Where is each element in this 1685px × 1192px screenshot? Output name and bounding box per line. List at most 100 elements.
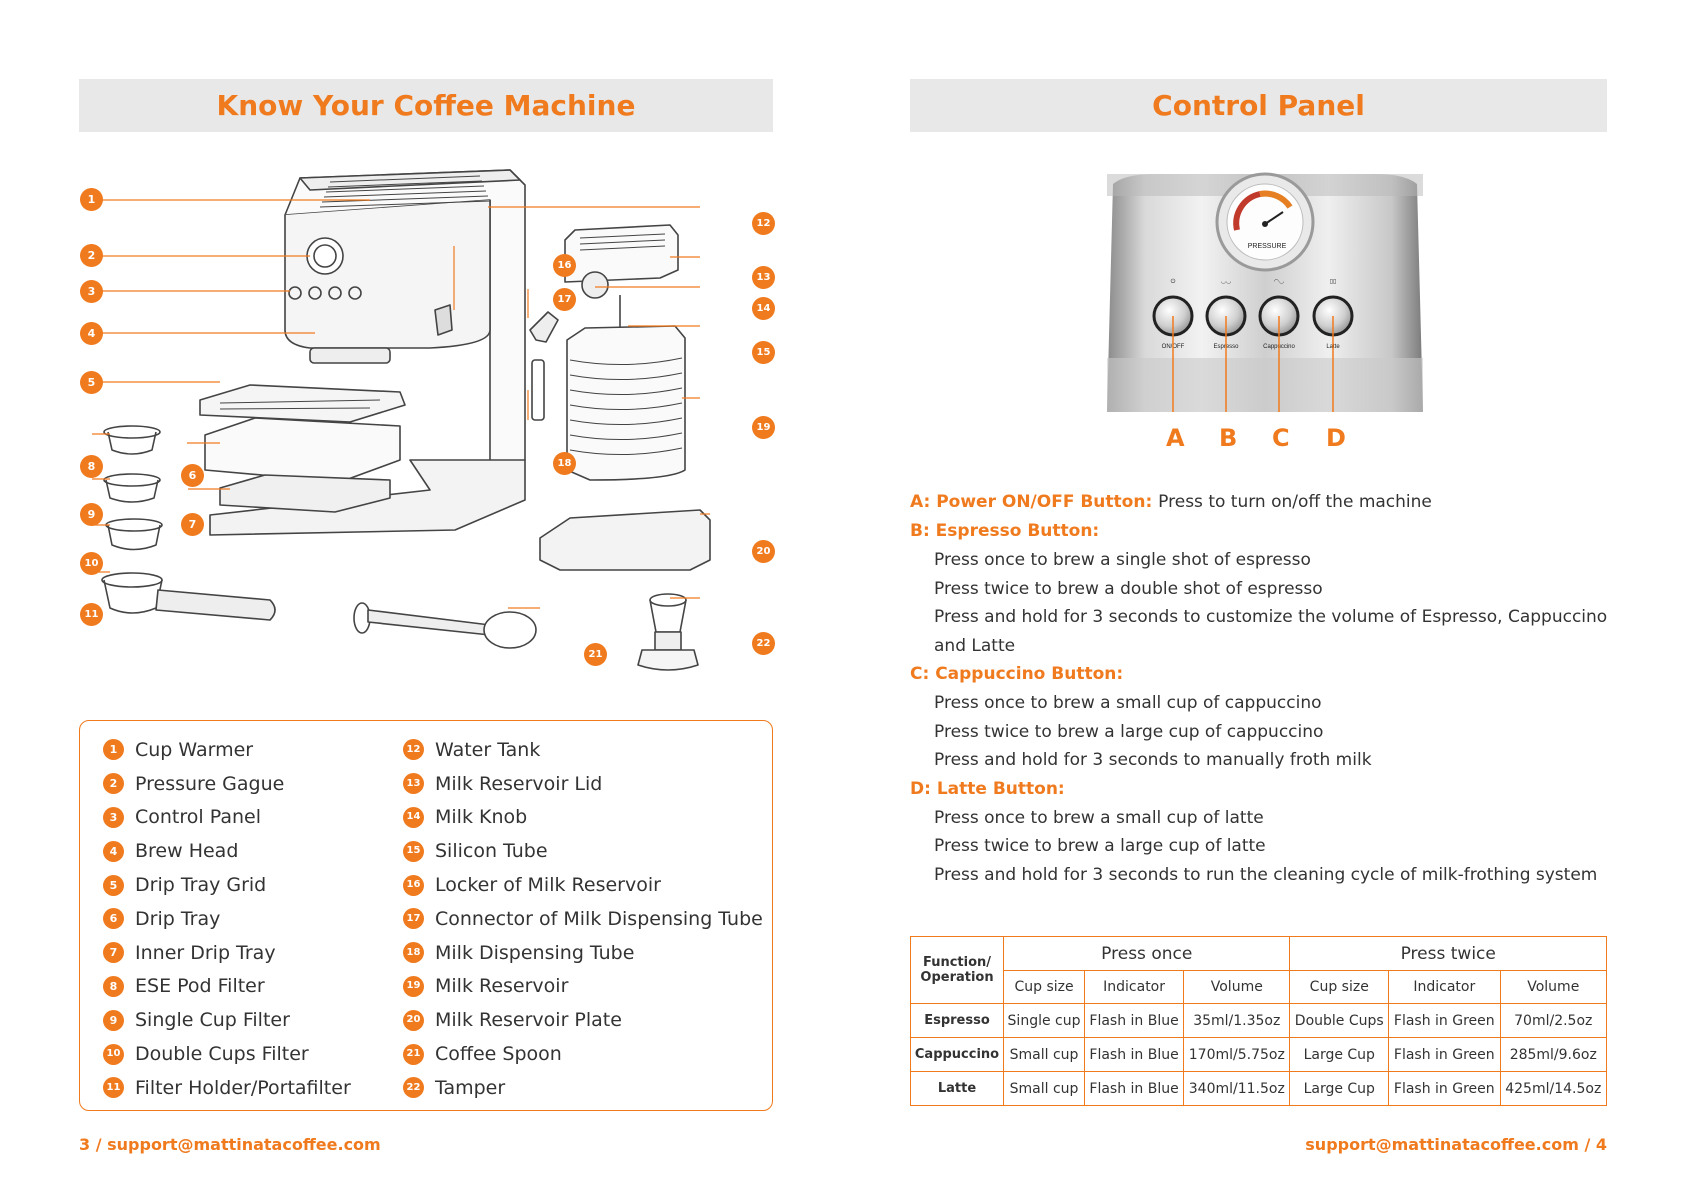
callout-10: 10 xyxy=(80,552,103,575)
part-label: Silicon Tube xyxy=(435,840,548,863)
control-panel-svg: PRESSURE ⏻ ◡◡ ◠◡ ▯▯ ON/OFF Espresso Capp… xyxy=(1107,172,1423,412)
part-label: Single Cup Filter xyxy=(135,1009,290,1032)
desc-line: Press once to brew a small cup of latte xyxy=(934,807,1264,828)
part-item-11: 11 Filter Holder/Portafilter xyxy=(103,1071,351,1105)
table-cell: Double Cups xyxy=(1289,1003,1390,1038)
desc-line: Press and hold for 3 seconds to run the … xyxy=(934,864,1598,885)
part-label: Drip Tray xyxy=(135,907,221,930)
table-group-press-twice: Press twice xyxy=(1289,936,1607,971)
part-item-14: 14 Milk Knob xyxy=(403,801,763,835)
table-row-header: Cappuccino xyxy=(910,1037,1004,1072)
desc-line: Press twice to brew a large cup of latte xyxy=(934,836,1266,856)
callout-16: 16 xyxy=(553,254,576,277)
part-label: Filter Holder/Portafilter xyxy=(135,1076,351,1099)
function-table: Function/ Operation Press once Press twi… xyxy=(910,936,1608,1106)
part-label: Brew Head xyxy=(135,840,239,863)
table-cell: Flash in Green xyxy=(1388,1003,1501,1038)
callout-1: 1 xyxy=(80,188,103,211)
part-label: Coffee Spoon xyxy=(435,1043,562,1066)
part-label: Water Tank xyxy=(435,738,541,761)
table-cell: 425ml/14.5oz xyxy=(1499,1071,1608,1106)
table-cell: 35ml/1.35oz xyxy=(1183,1003,1291,1038)
part-number-badge: 10 xyxy=(103,1043,124,1065)
table-subheader-cell: Cup size xyxy=(1002,970,1086,1004)
callout-17: 17 xyxy=(553,288,576,311)
part-number-badge: 1 xyxy=(103,739,124,761)
right-footer: support@mattinatacoffee.com / 4 xyxy=(1305,1135,1607,1154)
table-cell: Flash in Blue xyxy=(1084,1003,1185,1038)
callout-12: 12 xyxy=(752,212,775,235)
table-group-press-once: Press once xyxy=(1002,936,1291,971)
table-cell: Flash in Blue xyxy=(1084,1071,1185,1106)
callout-18: 18 xyxy=(553,452,576,475)
table-corner: Function/ Operation xyxy=(910,936,1004,1004)
table-subheader-cell: Indicator xyxy=(1084,970,1185,1004)
part-number-badge: 16 xyxy=(403,874,424,896)
desc-line: Press once to brew a small cup of cappuc… xyxy=(934,693,1322,713)
right-page: Control Panel PRESSURE xyxy=(842,0,1685,1192)
callout-3: 3 xyxy=(80,280,103,303)
desc-a-heading: A: Power ON/OFF Button: Press to turn on… xyxy=(910,488,1670,517)
callout-22: 22 xyxy=(752,632,775,655)
part-number-badge: 22 xyxy=(403,1077,424,1099)
part-number-badge: 11 xyxy=(103,1077,124,1099)
table-cell: 170ml/5.75oz xyxy=(1183,1037,1291,1072)
left-footer: 3 / support@mattinatacoffee.com xyxy=(79,1135,381,1154)
part-number-badge: 14 xyxy=(403,806,424,828)
desc-a-title: A: Power ON/OFF Button: xyxy=(910,492,1153,512)
part-number-badge: 3 xyxy=(103,806,124,828)
table-subheader-cell: Volume xyxy=(1499,970,1608,1004)
desc-line: Press once to brew a single shot of espr… xyxy=(934,550,1311,570)
desc-line: Press and hold for 3 seconds to manually… xyxy=(934,750,1372,770)
part-number-badge: 13 xyxy=(403,773,424,795)
part-item-22: 22 Tamper xyxy=(403,1071,763,1105)
callout-5: 5 xyxy=(80,371,103,394)
part-number-badge: 2 xyxy=(103,773,124,795)
espresso-cups-icon: ◡◡ xyxy=(1221,279,1231,285)
table-cell: 285ml/9.6oz xyxy=(1499,1037,1608,1072)
table-cell: Flash in Green xyxy=(1388,1037,1501,1072)
part-number-badge: 20 xyxy=(403,1009,424,1031)
table-cell: Small cup xyxy=(1002,1071,1086,1106)
control-panel-photo: PRESSURE ⏻ ◡◡ ◠◡ ▯▯ ON/OFF Espresso Capp… xyxy=(1095,172,1435,412)
part-label: Inner Drip Tray xyxy=(135,941,276,964)
part-label: Milk Reservoir xyxy=(435,975,569,998)
part-label: ESE Pod Filter xyxy=(135,975,265,998)
part-number-badge: 17 xyxy=(403,908,424,930)
left-page-title: Know Your Coffee Machine xyxy=(216,89,636,122)
button-descriptions: A: Power ON/OFF Button: Press to turn on… xyxy=(910,488,1670,889)
table-subheader-cell: Indicator xyxy=(1388,970,1501,1004)
right-title-banner: Control Panel xyxy=(910,79,1607,132)
desc-c-lines: Press once to brew a small cup of cappuc… xyxy=(910,689,1670,775)
part-number-badge: 7 xyxy=(103,942,124,964)
callout-14: 14 xyxy=(752,297,775,320)
callout-11: 11 xyxy=(80,603,103,626)
label-b: B xyxy=(1219,424,1238,452)
table-cell: Flash in Blue xyxy=(1084,1037,1185,1072)
table-subheader-cell: Cup size xyxy=(1289,970,1390,1004)
part-number-badge: 15 xyxy=(403,840,424,862)
part-label: Tamper xyxy=(435,1076,506,1099)
part-label: Milk Knob xyxy=(435,806,528,829)
callout-4: 4 xyxy=(80,322,103,345)
desc-line: and Latte xyxy=(934,635,1016,656)
part-label: Milk Reservoir Lid xyxy=(435,772,603,795)
table-row-header: Espresso xyxy=(910,1003,1004,1038)
part-number-badge: 6 xyxy=(103,908,124,930)
callout-8: 8 xyxy=(80,455,103,478)
callout-21: 21 xyxy=(584,643,607,666)
desc-line: Press twice to brew a large cup of cappu… xyxy=(934,721,1324,742)
